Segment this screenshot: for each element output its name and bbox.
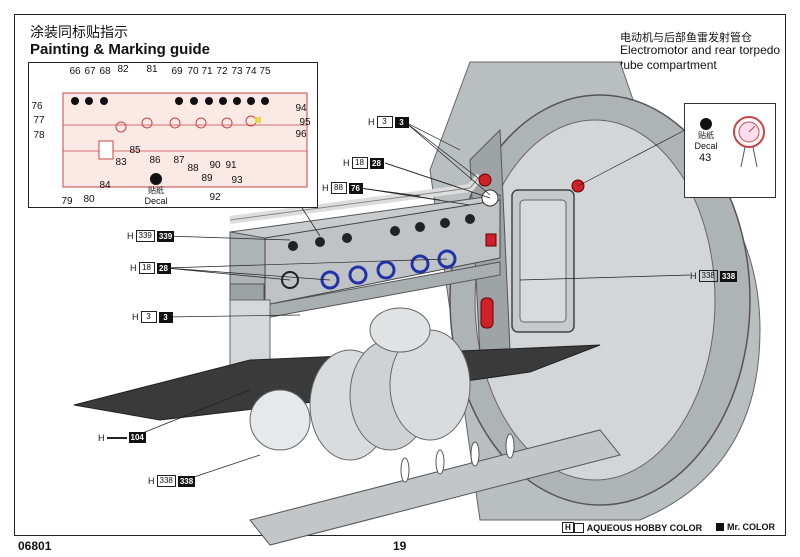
- section-title-cn: 电动机与后部鱼雷发射管仓: [620, 31, 752, 44]
- marking-guide-inset: 66 67 68 82 81 69 70 71 72 73 74 75 76 7…: [28, 62, 318, 208]
- decal-callout-label: 贴纸 Decal: [691, 118, 721, 151]
- guide-num: 71: [201, 66, 213, 77]
- callout-h: H: [322, 183, 329, 193]
- guide-num: 82: [117, 64, 129, 75]
- callout-h: H: [148, 476, 155, 486]
- callout-aqueous-code: 88: [330, 182, 347, 194]
- callout-aqueous-code: 3: [376, 116, 393, 128]
- callout-h: H: [368, 117, 375, 127]
- guide-num: 96: [295, 129, 307, 140]
- decal-label-en: Decal: [144, 196, 168, 206]
- guide-decal-label: 贴纸 Decal: [141, 173, 171, 206]
- decal-label-cn: 贴纸: [148, 186, 164, 195]
- mr-color-swatch-icon: [716, 523, 724, 531]
- guide-num: 95: [299, 117, 311, 128]
- callout-aqueous-code: 339: [135, 230, 155, 242]
- decal-43-callout: 贴纸 Decal 43: [684, 103, 776, 198]
- legend-mr-label: Mr. COLOR: [727, 522, 776, 532]
- callout-mr-code: 28: [369, 157, 384, 169]
- callout-aqueous-code: 338: [698, 270, 718, 282]
- callout-mr-code: 3: [158, 311, 173, 323]
- title-cn: 涂装同标贴指示: [30, 25, 128, 41]
- callout-mr-code: 76: [348, 182, 363, 194]
- pressure-gauge-icon: [733, 116, 765, 168]
- callout-mr-code: 28: [156, 262, 171, 274]
- guide-num: 92: [209, 192, 221, 203]
- callout-h: H: [127, 231, 134, 241]
- page-frame: [14, 14, 786, 536]
- callout-aqueous-code: [106, 436, 127, 439]
- product-code: 06801: [18, 539, 52, 553]
- guide-num: 66: [69, 66, 81, 77]
- decal-icon: [150, 173, 162, 185]
- guide-num: 79: [61, 196, 73, 207]
- guide-num: 73: [231, 66, 243, 77]
- decal-callout-cn: 贴纸: [698, 131, 714, 140]
- guide-num: 68: [99, 66, 111, 77]
- callout-h: H: [130, 263, 137, 273]
- legend-aqueous: H AQUEOUS HOBBY COLOR: [562, 522, 702, 533]
- guide-num: 90: [209, 160, 221, 171]
- guide-num: 75: [259, 66, 271, 77]
- guide-num: 72: [216, 66, 228, 77]
- guide-num: 84: [99, 180, 111, 191]
- guide-num: 74: [245, 66, 257, 77]
- legend-mr-color: Mr. COLOR: [716, 522, 775, 532]
- guide-num: 83: [115, 157, 127, 168]
- guide-num: 76: [31, 101, 43, 112]
- guide-num: 85: [129, 145, 141, 156]
- callout-aqueous-code: 18: [351, 157, 368, 169]
- aqueous-icon: H: [562, 522, 574, 533]
- callout-mr-code: 338: [177, 475, 196, 487]
- guide-num: 69: [171, 66, 183, 77]
- legend-aqueous-label: AQUEOUS HOBBY COLOR: [586, 522, 703, 533]
- callout-mr-code: 338: [719, 270, 738, 282]
- guide-num: 86: [149, 155, 161, 166]
- callout-mr-code: 3: [394, 116, 409, 128]
- callout-h: H: [98, 432, 105, 443]
- guide-num: 93: [231, 175, 243, 186]
- guide-num: 78: [33, 130, 45, 141]
- callout-aqueous-code: 18: [138, 262, 155, 274]
- guide-num: 91: [225, 160, 237, 171]
- section-title-en: Electromotor and rear torpedo tube compa…: [620, 43, 790, 73]
- guide-num: 70: [187, 66, 199, 77]
- guide-num: 80: [83, 194, 95, 205]
- color-callout: H 104: [98, 432, 146, 443]
- callout-aqueous-code: 3: [140, 311, 157, 323]
- guide-num: 88: [187, 163, 199, 174]
- guide-num: 87: [173, 155, 185, 166]
- callout-h: H: [690, 271, 697, 281]
- guide-num: 67: [84, 66, 96, 77]
- guide-num: 89: [201, 173, 213, 184]
- callout-h: H: [132, 312, 139, 322]
- title-en: Painting & Marking guide: [30, 41, 211, 58]
- aqueous-swatch-icon: [573, 522, 584, 533]
- decal-number: 43: [699, 152, 712, 164]
- callout-mr-code: 104: [128, 432, 146, 443]
- callout-aqueous-code: 338: [156, 475, 176, 487]
- decal-callout-en: Decal: [694, 141, 718, 151]
- decal-icon: [700, 118, 712, 130]
- section-title-en-line2: tube compartment: [620, 58, 717, 72]
- guide-num: 94: [295, 103, 307, 114]
- page-number: 19: [393, 539, 407, 553]
- section-title-en-line1: Electromotor and rear torpedo: [620, 43, 781, 57]
- guide-num: 77: [33, 115, 45, 126]
- callout-mr-code: 339: [156, 230, 175, 242]
- guide-num: 81: [146, 64, 158, 75]
- guide-panel-drawing: [62, 92, 308, 188]
- callout-h: H: [343, 158, 350, 168]
